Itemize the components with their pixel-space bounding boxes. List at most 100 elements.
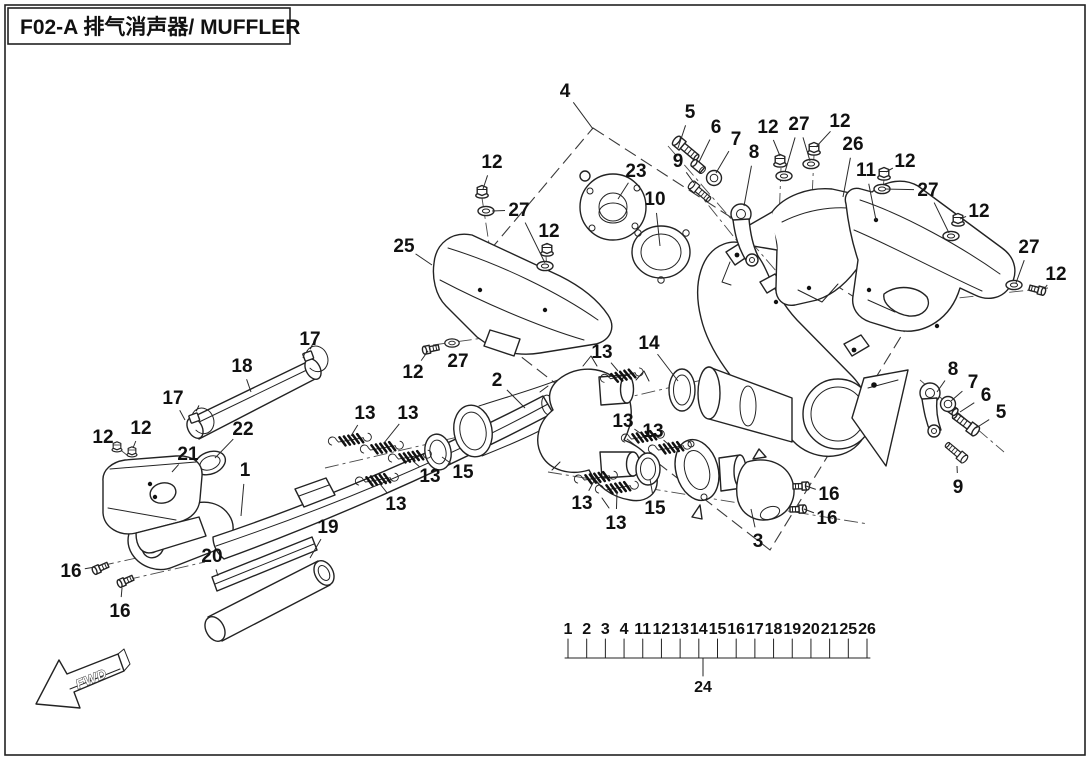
- callout-label-13: 13: [612, 411, 633, 432]
- callout-label-12: 12: [402, 362, 423, 383]
- leader-line: [975, 419, 990, 429]
- scale-number-14: 14: [690, 621, 708, 638]
- leader-line: [842, 157, 851, 198]
- muffler-bracket: [843, 334, 870, 357]
- part-nut-12: [540, 242, 554, 257]
- part-bushing-7: [705, 169, 723, 187]
- part-nut-12: [877, 166, 891, 181]
- scale-number-2: 2: [582, 621, 591, 638]
- part-washer-27: [444, 338, 460, 348]
- part-gasket-15: [635, 452, 661, 486]
- callout-label-19: 19: [317, 517, 338, 538]
- leader-line: [936, 380, 946, 393]
- callout-label-26: 26: [842, 134, 863, 155]
- leader-line: [657, 353, 679, 382]
- part-front-cover-21: [102, 455, 207, 554]
- leader-line: [572, 101, 594, 130]
- scale-number-17: 17: [746, 621, 764, 638]
- callout-label-12: 12: [130, 418, 151, 439]
- callout-label-14: 14: [638, 333, 660, 354]
- callout-label-23: 23: [625, 161, 646, 182]
- leader-line: [685, 172, 695, 184]
- muffler-hanger-bracket: [851, 369, 909, 467]
- part-muffler-body: [697, 241, 909, 467]
- leader-line: [784, 137, 796, 173]
- leader-line: [120, 587, 123, 598]
- callout-label-18: 18: [231, 356, 252, 377]
- part-washer-27: [942, 230, 960, 242]
- callout-label-27: 27: [508, 200, 529, 221]
- callout-label-27: 27: [788, 114, 809, 135]
- leader-line: [698, 139, 711, 163]
- callout-label-13: 13: [591, 342, 612, 363]
- part-pipe-wrap-19: [204, 560, 335, 642]
- part-pipe-wrap-18: [186, 358, 322, 440]
- leader-line: [750, 508, 756, 528]
- callout-label-12: 12: [829, 111, 850, 132]
- callout-label-6: 6: [981, 385, 992, 406]
- leader-line: [524, 222, 546, 264]
- scale-number-3: 3: [601, 621, 610, 638]
- leader-line: [246, 379, 252, 393]
- callout-label-13: 13: [642, 421, 663, 442]
- callout-label-16: 16: [60, 561, 81, 582]
- callout-label-11: 11: [856, 160, 877, 181]
- leader-line: [959, 402, 975, 413]
- leader-line: [617, 182, 629, 200]
- callout-label-16: 16: [109, 601, 130, 622]
- leader-line: [663, 439, 669, 445]
- part-nut-12: [951, 212, 965, 227]
- leader-line: [84, 566, 96, 570]
- callout-label-15: 15: [644, 498, 666, 519]
- callout-label-12: 12: [894, 151, 915, 172]
- leader-line: [383, 423, 400, 444]
- leader-line: [482, 175, 489, 190]
- leader-line: [215, 569, 219, 577]
- scale-number-25: 25: [839, 621, 857, 638]
- scale-number-11: 11: [634, 621, 651, 638]
- leader-line: [655, 212, 661, 247]
- part-nut-12: [126, 446, 138, 458]
- callout-label-21: 21: [177, 444, 199, 465]
- callout-label-13: 13: [571, 493, 592, 514]
- leader-line: [802, 137, 811, 162]
- callout-label-12: 12: [757, 117, 778, 138]
- title-box: F02-A 排气消声器/ MUFFLER: [7, 7, 300, 45]
- part-tail-pipe-3: [674, 438, 795, 521]
- callout-label-13: 13: [385, 494, 406, 515]
- part-washer-27: [775, 170, 793, 182]
- part-link-8: [730, 203, 759, 267]
- callout-label-27: 27: [917, 180, 938, 201]
- callout-label-27: 27: [447, 351, 468, 372]
- leader-line: [649, 478, 654, 495]
- leader-line: [815, 130, 831, 148]
- leader-line: [803, 508, 815, 514]
- leader-line: [743, 165, 752, 207]
- leader-line: [379, 483, 388, 494]
- leader-line: [240, 483, 245, 517]
- leader-line: [179, 410, 186, 421]
- leader-line: [588, 480, 595, 491]
- callout-label-12: 12: [538, 221, 559, 242]
- leader-line: [214, 438, 234, 459]
- callout-label-12: 12: [968, 201, 989, 222]
- scale-number-12: 12: [653, 621, 671, 638]
- leader-line: [959, 215, 967, 220]
- leader-line: [615, 491, 618, 510]
- scale-number-21: 21: [821, 621, 839, 638]
- leader-line: [1043, 284, 1048, 290]
- page-title: F02-A 排气消声器/ MUFFLER: [20, 15, 300, 39]
- callout-label-15: 15: [452, 462, 474, 483]
- callout-label-13: 13: [397, 403, 418, 424]
- leader-line: [885, 188, 915, 191]
- callout-label-10: 10: [644, 189, 665, 210]
- callout-label-16: 16: [818, 484, 839, 505]
- callout-label-27: 27: [1018, 237, 1039, 258]
- leader-line: [132, 440, 137, 449]
- callout-label-3: 3: [753, 531, 764, 552]
- page-border: [4, 4, 1086, 756]
- callout-label-13: 13: [419, 466, 440, 487]
- callout-label-9: 9: [953, 477, 964, 498]
